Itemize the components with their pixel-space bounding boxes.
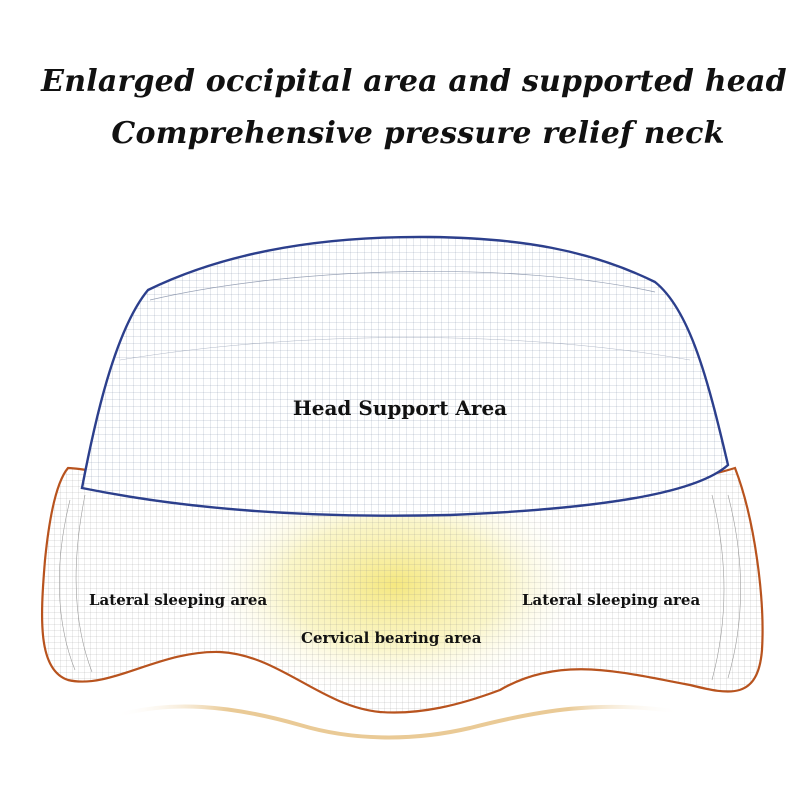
lateral-sleeping-area-left-label: Lateral sleeping area: [89, 591, 268, 609]
headline-line-2: Comprehensive pressure relief neck: [111, 116, 725, 151]
cervical-bearing-area-label: Cervical bearing area: [301, 629, 482, 647]
floor-shadow: [113, 704, 682, 740]
head-support-layer: [80, 235, 730, 517]
head-support-area-label: Head Support Area: [292, 396, 508, 420]
headline-line-1: Enlarged occipital area and supported he…: [41, 64, 787, 99]
lateral-sleeping-area-right-label: Lateral sleeping area: [522, 591, 701, 609]
